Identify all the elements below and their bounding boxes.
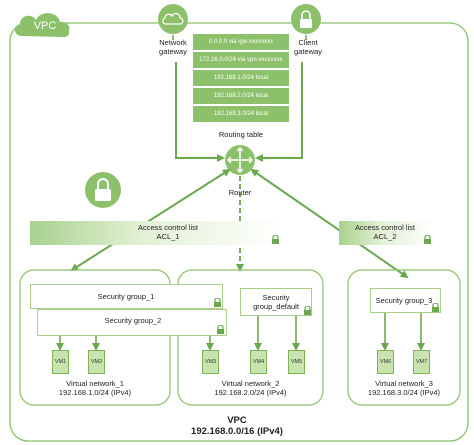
virtual-network-3 [347, 269, 461, 406]
virtual-network-3-cidr: 192.168.3.0/24 (IPv4) [367, 388, 441, 397]
security-group-2-label: Security group_2 [104, 316, 162, 325]
network-gateway-label: Network gateway [148, 38, 198, 56]
virtual-network-1 [19, 269, 171, 406]
network-gateway-label-line1: Network [159, 38, 187, 47]
router-to-network1-link [70, 168, 231, 272]
security-group-default-lock-icon [304, 306, 311, 315]
network-gateway-label-line2: gateway [159, 47, 187, 56]
virtual-network-2 [177, 269, 324, 406]
security-group-1-lock-icon [214, 298, 221, 307]
vm-3[interactable]: VM3 [202, 350, 219, 374]
security-group-3-label: Security group_3 [375, 296, 433, 305]
acl-2-label: Access control list ACL_2 [345, 223, 425, 241]
lock-icon [300, 19, 312, 28]
acl-2-title: Access control list [354, 223, 416, 232]
routing-table-title: Routing table [218, 130, 264, 139]
vm-2[interactable]: VM2 [88, 350, 105, 374]
security-group-3-lock-icon [432, 303, 439, 312]
client-gateway-label: Client gateway [283, 38, 333, 56]
vpc-footer: VPC 192.168.0.0/16 (IPv4) [160, 415, 314, 437]
virtual-network-3-name: Virtual network_3 [375, 379, 433, 388]
acl-2-lock-icon [424, 235, 431, 244]
security-group-1-label: Security group_1 [97, 292, 155, 301]
acl-2-box[interactable]: Access control list ACL_2 [339, 221, 434, 245]
client-gateway-label-line1: Client [298, 38, 318, 47]
virtual-network-1-cidr: 192.168.1.0/24 (IPv4) [58, 388, 132, 397]
routing-table-row-4: 192.168.2.0/24 local [193, 88, 289, 104]
vm-6[interactable]: VM6 [377, 350, 394, 374]
vm-1[interactable]: VM1 [52, 350, 69, 374]
virtual-network-1-label: Virtual network_1 192.168.1.0/24 (IPv4) [20, 379, 170, 397]
routing-table-row-1: 0.0.0.0 via igw-xxxxxxxx [193, 34, 289, 50]
security-group-default-label-line2: group_default [253, 302, 299, 311]
acl-1-label: Access control list ACL_1 [118, 223, 218, 241]
vpc-footer-name: VPC [227, 415, 247, 426]
vm-7[interactable]: VM7 [413, 350, 430, 374]
security-group-2[interactable]: Security group_2 [37, 309, 227, 336]
acl-1-box[interactable]: Access control list ACL_1 [30, 221, 283, 245]
routing-table-row-5: 192.168.3.0/24 local [193, 106, 289, 122]
security-group-1[interactable]: Security group_1 [30, 284, 223, 309]
vpc-cloud-badge [14, 13, 70, 38]
acl-1-name: ACL_1 [156, 232, 180, 241]
security-group-default-label-line1: Security [262, 293, 290, 302]
vpc-footer-cidr: 192.168.0.0/16 (IPv4) [191, 426, 283, 437]
network-gateway-circle[interactable] [158, 4, 188, 34]
acl-1-title: Access control list [137, 223, 199, 232]
virtual-network-3-label: Virtual network_3 192.168.3.0/24 (IPv4) [348, 379, 460, 397]
vpc-boundary [9, 22, 469, 442]
router-to-network3-link [250, 168, 409, 279]
vm-4[interactable]: VM4 [250, 350, 267, 374]
virtual-network-2-label: Virtual network_2 192.168.2.0/24 (IPv4) [178, 379, 323, 397]
security-group-3[interactable]: Security group_3 [370, 288, 441, 313]
vm-5[interactable]: VM5 [288, 350, 305, 374]
virtual-network-1-name: Virtual network_1 [66, 379, 124, 388]
cloud-icon [162, 12, 184, 25]
virtual-network-2-cidr: 192.168.2.0/24 (IPv4) [214, 388, 287, 397]
virtual-network-2-name: Virtual network_2 [221, 379, 280, 388]
routing-table-row-2: 172.16.0.0/24 via vpn-xxxxxxxx [193, 52, 289, 68]
security-group-2-lock-icon [217, 325, 224, 334]
routing-table-row-3: 192.168.1.0/24 local [193, 70, 289, 86]
vpc-badge-label: VPC [33, 20, 57, 32]
client-gateway-label-line2: gateway [294, 47, 322, 56]
acl-2-name: ACL_2 [373, 232, 397, 241]
router-label: Router [228, 188, 252, 197]
acl-1-lock-icon [272, 235, 279, 244]
security-group-default[interactable]: Security group_default [240, 288, 312, 316]
security-group-default-label: Security group_default [243, 293, 309, 311]
